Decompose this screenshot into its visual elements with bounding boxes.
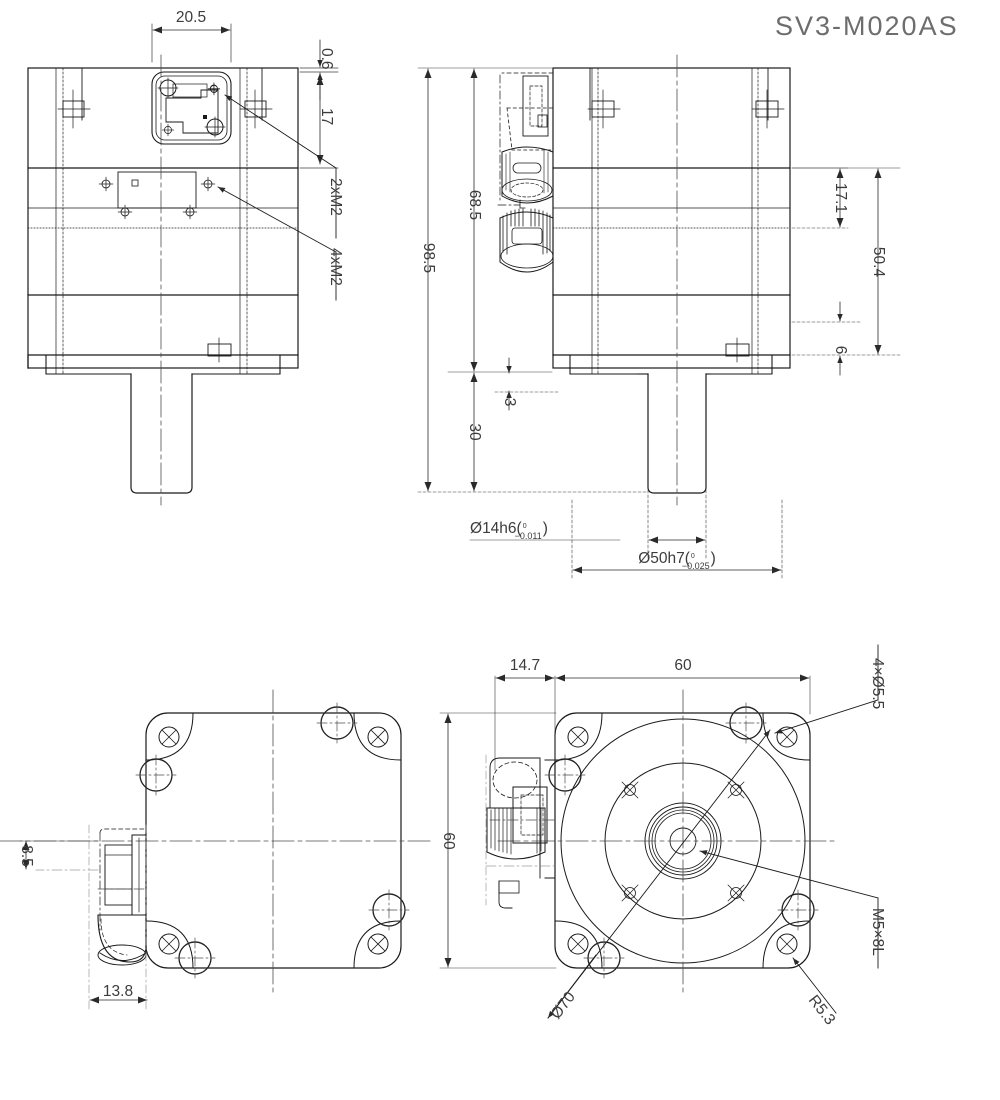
leader-r5-3: R5.3 — [792, 957, 839, 1028]
leader-label-4xm2: 4xM2 — [327, 248, 344, 286]
dim-label-68-5: 68.5 — [466, 190, 483, 220]
leader-label-m5x8l: M5×8L — [869, 908, 886, 956]
dim-label-30: 30 — [466, 423, 483, 441]
leader-label-d70: Ø70 — [548, 988, 579, 1022]
dim-label-8-5: 8.5 — [18, 845, 35, 867]
view-flange-face: 14.7 60 60 4×Ø5.5 M5×8L — [439, 644, 886, 1028]
dim-68-5: 68.5 — [447, 68, 553, 373]
dim-17: 17 — [299, 75, 339, 169]
dim-17-1: 17.1 — [791, 167, 849, 229]
dim-label-3: 3 — [501, 398, 518, 407]
drawing-title: SV3-M020AS — [775, 11, 959, 41]
connector-face — [485, 754, 556, 909]
leader-label-r5-3: R5.3 — [805, 992, 839, 1028]
view-side-elevation: 98.5 68.5 30 3 17.1 50.4 — [417, 54, 901, 579]
dim-label-14-7: 14.7 — [510, 657, 540, 674]
leader-4xd5-5: 4×Ø5.5 — [774, 644, 886, 734]
dim-label-17: 17 — [318, 108, 335, 125]
dim-30: 30 — [466, 372, 483, 492]
dim-label-dia14h6: Ø14h6(0−0.011) — [470, 520, 548, 541]
dim-label-98-5: 98.5 — [420, 243, 437, 273]
dim-label-6: 6 — [832, 346, 849, 355]
dim-label-20-5: 20.5 — [176, 9, 206, 26]
dim-dia14h6: Ø14h6(0−0.011) — [469, 489, 707, 561]
leader-2xm2: 2xM2 — [224, 94, 344, 239]
dim-50-4: 50.4 — [791, 167, 901, 356]
leader-label-4xd5-5: 4×Ø5.5 — [869, 658, 886, 709]
dim-98-5: 98.5 — [417, 67, 649, 493]
dim-dia50h7: Ø50h7(0−0.025) — [571, 499, 783, 579]
dim-0-6: 0.6 — [299, 39, 339, 101]
dim-label-60-horizontal: 60 — [674, 657, 692, 674]
dim-8-5: 8.5 — [18, 840, 99, 870]
dim-label-13-8: 13.8 — [103, 983, 133, 1000]
view-bottom-side: 8.5 13.8 — [0, 689, 431, 1011]
dim-60-vertical: 60 — [439, 712, 557, 969]
leader-label-2xm2: 2xM2 — [327, 178, 344, 216]
dim-6: 6 — [791, 301, 861, 376]
dim-label-17-1: 17.1 — [832, 183, 849, 213]
dim-14-7: 14.7 — [494, 657, 556, 771]
dim-label-0-6: 0.6 — [318, 48, 335, 70]
dim-60-horizontal: 60 — [555, 657, 811, 715]
connector-assembly — [497, 72, 554, 273]
dim-3: 3 — [494, 357, 561, 411]
connector-plan — [35, 824, 147, 1011]
dim-20-5: 20.5 — [151, 9, 232, 63]
view-front-elevation: 20.5 0.6 17 2xM2 4xM2 — [27, 9, 344, 506]
leader-m5x8l: M5×8L — [699, 850, 886, 969]
dim-label-50-4: 50.4 — [870, 247, 887, 278]
leader-4xm2: 4xM2 — [217, 186, 344, 301]
dim-label-60-vertical: 60 — [440, 832, 457, 850]
dim-label-dia50h7: Ø50h7(0−0.025) — [638, 550, 716, 571]
dim-13-8: 13.8 — [89, 983, 148, 1004]
